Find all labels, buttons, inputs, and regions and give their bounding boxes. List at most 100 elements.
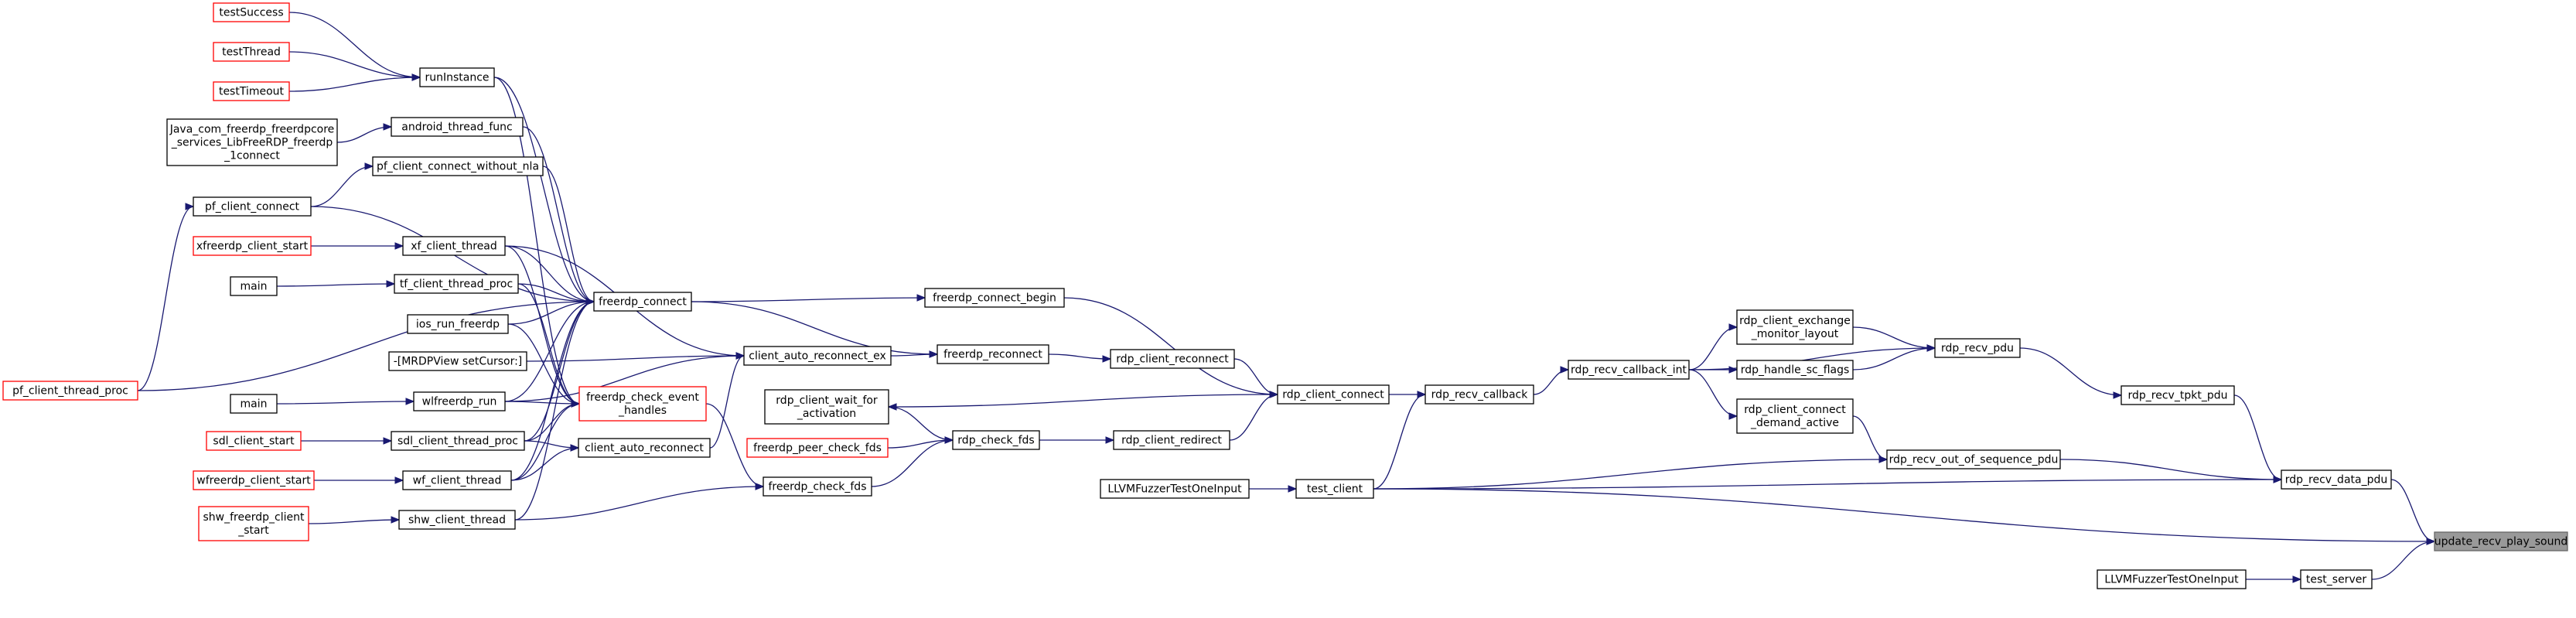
node-rdp_recv_tpkt_pdu[interactable]: rdp_recv_tpkt_pdu xyxy=(2121,385,2235,405)
node-test_server[interactable]: test_server xyxy=(2300,569,2373,589)
call-edge-testTimeout-runInstance xyxy=(288,77,421,92)
node-freerdp_check_event_handles[interactable]: freerdp_check_event_handles xyxy=(578,386,707,422)
node-freerdp_connect_begin[interactable]: freerdp_connect_begin xyxy=(924,288,1065,308)
arrowhead-test_server-update_recv_play_sound xyxy=(2426,538,2436,545)
node-box xyxy=(1113,430,1230,450)
node-LLVMFuzzerTestOneInput_b[interactable]: LLVMFuzzerTestOneInput xyxy=(2097,569,2247,589)
call-edge-rdp_handle_sc_flags-rdp_recv_pdu xyxy=(1852,347,1936,370)
node-LLVMFuzzerTestOneInput_a[interactable]: LLVMFuzzerTestOneInput xyxy=(1100,479,1250,499)
node-rdp_client_connect[interactable]: rdp_client_connect xyxy=(1277,384,1390,405)
node-pf_client_connect_without_nla[interactable]: pf_client_connect_without_nla xyxy=(372,156,544,176)
call-edge-rdp_recv_callback-rdp_recv_callback_int xyxy=(1533,369,1569,395)
node-box xyxy=(1100,479,1250,499)
node-label: client_auto_reconnect xyxy=(585,442,704,455)
node-rdp_handle_sc_flags[interactable]: rdp_handle_sc_flags xyxy=(1736,360,1854,380)
node-shw_freerdp_client_start[interactable]: shw_freerdp_client_start xyxy=(198,506,309,541)
node-rdp_recv_data_pdu[interactable]: rdp_recv_data_pdu xyxy=(2281,469,2392,490)
node-sdl_client_thread_proc[interactable]: sdl_client_thread_proc xyxy=(391,431,525,451)
node-MRDPView_setCursor[interactable]: -[MRDPView setCursor:] xyxy=(388,351,527,371)
node-rdp_recv_callback_int[interactable]: rdp_recv_callback_int xyxy=(1568,360,1690,380)
node-label: freerdp_reconnect xyxy=(943,349,1042,361)
node-rdp_client_redirect[interactable]: rdp_client_redirect xyxy=(1113,430,1230,450)
call-edge-wlfreerdp_run-freerdp_check_event_handles xyxy=(504,401,580,405)
node-pf_client_thread_proc[interactable]: pf_client_thread_proc xyxy=(2,381,138,401)
node-rdp_recv_callback[interactable]: rdp_recv_callback xyxy=(1424,384,1534,405)
arrowhead-pf_client_thread_proc-freerdp_connect xyxy=(585,298,595,306)
node-label: client_auto_reconnect_ex xyxy=(749,350,885,363)
call-edge-freerdp_reconnect-rdp_client_reconnect xyxy=(1048,353,1111,360)
node-label: main xyxy=(241,398,268,411)
node-shw_client_thread[interactable]: shw_client_thread xyxy=(398,510,516,530)
node-box xyxy=(391,431,525,451)
node-box xyxy=(213,2,290,22)
node-rdp_recv_pdu[interactable]: rdp_recv_pdu xyxy=(1934,338,2021,358)
node-label: rdp_client_connect xyxy=(1282,389,1384,401)
node-box xyxy=(764,389,889,425)
edge-layer xyxy=(137,12,2436,583)
node-label: rdp_check_fds xyxy=(957,435,1034,447)
node-pf_client_connect[interactable]: pf_client_connect xyxy=(193,196,312,217)
node-sdl_client_start[interactable]: sdl_client_start xyxy=(206,431,302,451)
node-main_a[interactable]: main xyxy=(230,276,278,296)
node-label: wf_client_thread xyxy=(413,475,502,487)
arrowhead-Java_connect-android_thread_func xyxy=(383,123,393,131)
arrowhead-wlfreerdp_run-client_auto_reconnect_ex xyxy=(735,352,746,360)
node-testThread[interactable]: testThread xyxy=(213,42,290,62)
node-rdp_client_connect_demand_active[interactable]: rdp_client_connect_demand_active xyxy=(1736,398,1854,434)
node-box xyxy=(394,274,519,294)
node-label: rdp_recv_data_pdu xyxy=(2285,474,2388,487)
node-rdp_client_exchange_monitor_layout[interactable]: rdp_client_exchange_monitor_layout xyxy=(1736,309,1854,345)
node-rdp_check_fds[interactable]: rdp_check_fds xyxy=(952,430,1040,450)
node-testTimeout[interactable]: testTimeout xyxy=(213,81,290,101)
node-testSuccess[interactable]: testSuccess xyxy=(213,2,290,22)
node-rdp_client_wait_for_activation[interactable]: rdp_client_wait_for_activation xyxy=(764,389,889,425)
node-label: rdp_recv_tpkt_pdu xyxy=(2128,390,2228,402)
call-edge-testSuccess-runInstance xyxy=(288,12,421,78)
node-runInstance[interactable]: runInstance xyxy=(419,67,495,87)
node-box xyxy=(372,156,544,176)
node-Java_connect[interactable]: Java_com_freerdp_freerdpcore_services_Li… xyxy=(166,118,338,166)
call-edge-rdp_recv_data_pdu-update_recv_play_sound xyxy=(2390,479,2435,542)
node-label: _1connect xyxy=(223,150,280,162)
node-tf_client_thread_proc[interactable]: tf_client_thread_proc xyxy=(394,274,519,294)
call-edge-ios_run_freerdp-freerdp_check_event_handles xyxy=(507,323,580,405)
arrowhead-client_auto_reconnect_ex-freerdp_reconnect xyxy=(929,350,939,358)
node-box xyxy=(1736,398,1854,434)
call-edge-rdp_recv_callback_int-rdp_client_exchange_monitor_layout xyxy=(1688,326,1738,370)
arrowhead-shw_client_thread-freerdp_check_fds xyxy=(755,483,765,490)
node-ios_run_freerdp[interactable]: ios_run_freerdp xyxy=(407,314,509,334)
node-box xyxy=(1934,338,2021,358)
node-update_recv_play_sound[interactable]: update_recv_play_sound xyxy=(2434,531,2568,551)
arrowhead-rdp_recv_callback_int-rdp_client_exchange_monitor_layout xyxy=(1728,323,1738,331)
node-main_b[interactable]: main xyxy=(230,394,278,414)
node-client_auto_reconnect_ex[interactable]: client_auto_reconnect_ex xyxy=(743,346,892,366)
node-freerdp_connect[interactable]: freerdp_connect xyxy=(593,292,692,312)
node-box xyxy=(166,118,338,166)
node-freerdp_reconnect[interactable]: freerdp_reconnect xyxy=(937,344,1049,364)
call-edge-testThread-runInstance xyxy=(288,51,421,78)
arrowhead-sdl_client_start-sdl_client_thread_proc xyxy=(383,437,393,445)
node-rdp_recv_out_of_sequence_pdu[interactable]: rdp_recv_out_of_sequence_pdu xyxy=(1886,449,2061,469)
node-box xyxy=(193,196,312,217)
arrowhead-testTimeout-runInstance xyxy=(411,73,421,81)
node-label: rdp_recv_out_of_sequence_pdu xyxy=(1889,454,2059,466)
node-client_auto_reconnect[interactable]: client_auto_reconnect xyxy=(578,438,711,458)
node-box xyxy=(1886,449,2061,469)
node-box xyxy=(193,470,315,490)
node-freerdp_check_fds[interactable]: freerdp_check_fds xyxy=(763,476,872,497)
call-edge-shw_client_thread-freerdp_check_fds xyxy=(514,486,764,521)
arrowhead-test_client-rdp_recv_out_of_sequence_pdu xyxy=(1878,456,1888,463)
node-android_thread_func[interactable]: android_thread_func xyxy=(391,117,524,137)
arrowhead-shw_freerdp_client_start-shw_client_thread xyxy=(391,516,401,524)
node-wlfreerdp_run[interactable]: wlfreerdp_run xyxy=(413,391,506,411)
node-wfreerdp_client_start[interactable]: wfreerdp_client_start xyxy=(193,470,315,490)
node-xf_client_thread[interactable]: xf_client_thread xyxy=(402,236,506,256)
node-box xyxy=(213,42,290,62)
node-wf_client_thread[interactable]: wf_client_thread xyxy=(402,470,512,490)
node-box xyxy=(763,476,872,497)
node-xfreerdp_client_start[interactable]: xfreerdp_client_start xyxy=(193,236,312,256)
node-box xyxy=(391,117,524,137)
node-rdp_client_reconnect[interactable]: rdp_client_reconnect xyxy=(1110,349,1235,369)
node-test_client[interactable]: test_client xyxy=(1295,479,1374,499)
node-freerdp_peer_check_fds[interactable]: freerdp_peer_check_fds xyxy=(746,438,889,458)
